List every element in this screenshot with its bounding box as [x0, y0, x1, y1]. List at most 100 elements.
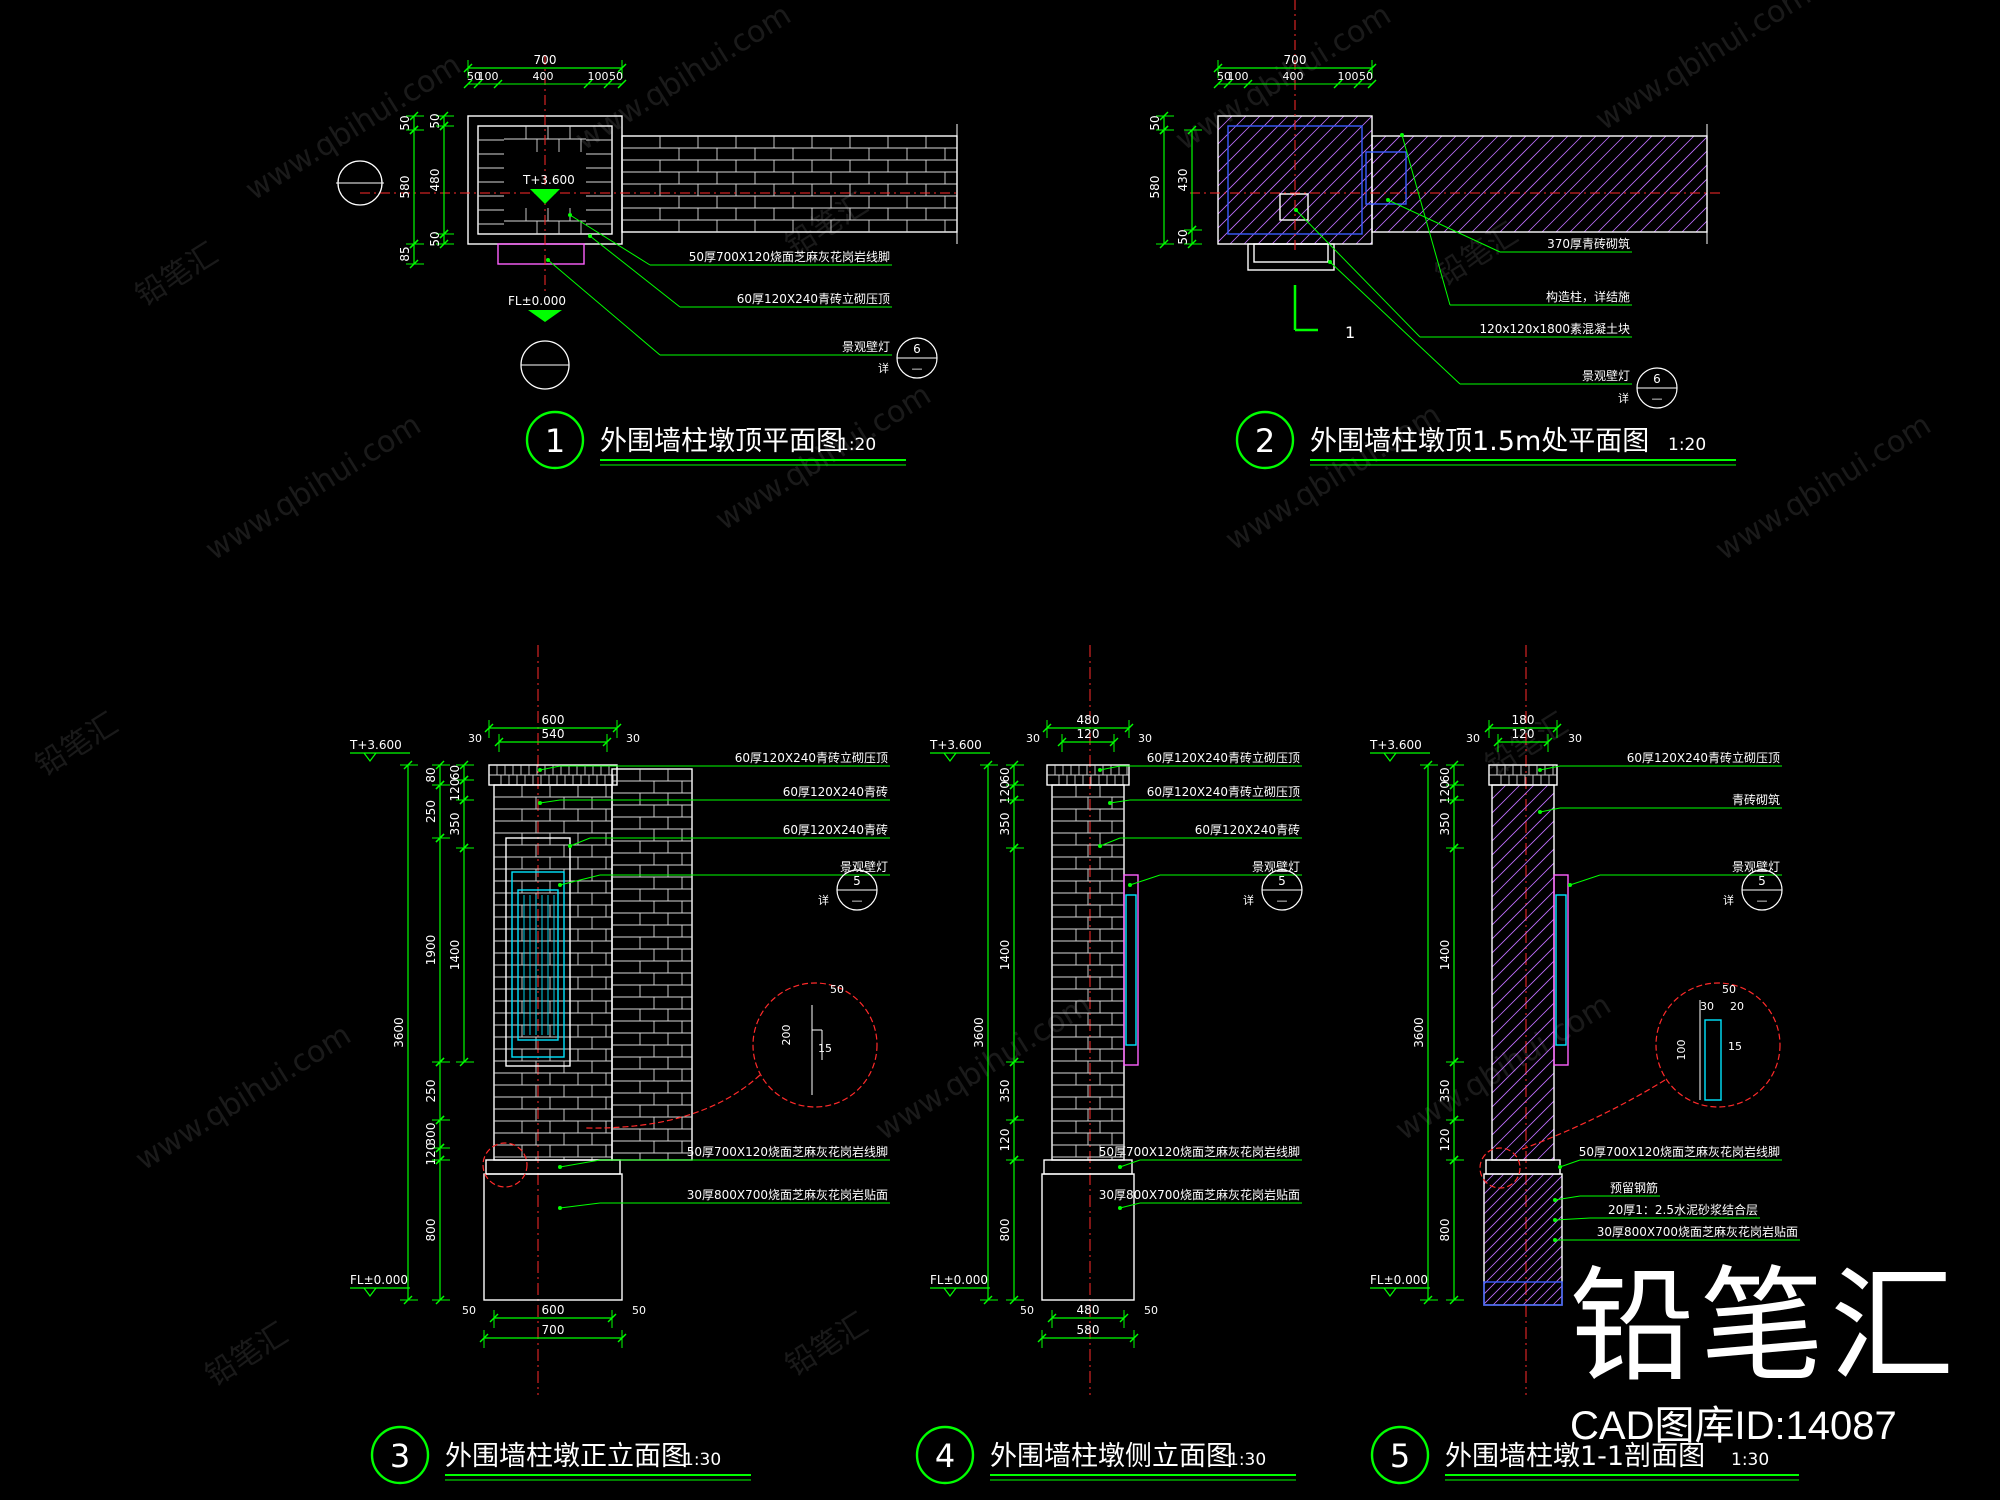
hatch-line: [1555, 136, 1653, 232]
leader-line: [1295, 209, 1421, 338]
note-text: 20厚1：2.5水泥砂浆结合层: [1608, 1202, 1758, 1217]
leader-line: [589, 235, 681, 308]
hatch-line: [1761, 785, 2000, 1160]
note-text: 景观壁灯: [1252, 859, 1300, 874]
reference-label: 详: [1243, 893, 1254, 907]
reference-number: 5: [1758, 874, 1766, 888]
hatch-line: [1621, 785, 1996, 1160]
hatch-line: [1484, 1174, 1545, 1235]
leader-line: [1119, 1202, 1141, 1209]
hatch-line: [1492, 806, 1554, 870]
hatch-line: [1887, 785, 2000, 1160]
hatch-line: [1719, 785, 2000, 1160]
note-text: 370厚青砖砌筑: [1547, 236, 1630, 251]
reference-label: 详: [818, 893, 829, 907]
hatch-line: [1766, 136, 1862, 232]
hatch-line: [1663, 785, 2000, 1160]
level-text: T+3.600: [929, 738, 982, 752]
label: 50: [1359, 70, 1373, 83]
dimension-text: 60: [998, 767, 1012, 782]
title-number-circle: [370, 1425, 430, 1485]
note-text: 60厚120X240青砖立砌压顶: [1627, 750, 1780, 765]
detail-dimension: 50: [1722, 983, 1736, 996]
hatch-line: [1775, 785, 2000, 1160]
detail-dimension: 100: [1675, 1040, 1688, 1061]
level-triangle: [528, 310, 562, 322]
hatch-line: [1649, 785, 2000, 1160]
detail-dimension: 15: [1728, 1040, 1742, 1053]
dimension-text: 800: [998, 1219, 1012, 1242]
label: 50: [1020, 1304, 1034, 1317]
label: 100: [1338, 70, 1359, 83]
label: 30: [626, 732, 640, 745]
label: 50: [1217, 70, 1231, 83]
leader-line: [1099, 765, 1121, 771]
reference-sheet: —: [1757, 894, 1768, 907]
hatch-line: [1299, 171, 1372, 244]
hatch-line: [1579, 785, 1954, 1160]
drawing-scale: 1:20: [1668, 435, 1706, 455]
label: 30: [1568, 732, 1582, 745]
title-number: 1: [545, 422, 565, 460]
level-triangle: [363, 752, 377, 762]
dimension-text: 1400: [1438, 940, 1452, 971]
detail-leader: [1519, 1079, 1666, 1151]
hatch-line: [1583, 136, 1681, 232]
note-text: 50厚700X120烧面芝麻灰花岗岩线脚: [1579, 1144, 1780, 1159]
note-text: 60厚120X240青砖立砌压顶: [1147, 784, 1300, 799]
hatch-line: [1653, 178, 1707, 232]
dimension-tick: [493, 79, 503, 89]
drawing-title: 外围墙柱墩正立面图: [445, 1441, 688, 1472]
hatch-line: [1733, 785, 2000, 1160]
dimension-text: 480: [1077, 1303, 1100, 1317]
hatch-line: [1492, 1002, 1554, 1066]
diagonal-hatch: [1492, 785, 2000, 1160]
leader-line: [539, 799, 561, 804]
level-triangle: [943, 1287, 957, 1297]
dimension-text: 1900: [424, 935, 438, 966]
hatch-line: [1415, 136, 1513, 232]
hatch-line: [1484, 1174, 1525, 1215]
leader-line: [1129, 874, 1161, 886]
note-text: 60厚120X240青砖: [1195, 822, 1300, 837]
hatch-line: [1499, 136, 1597, 232]
label: 30: [1026, 732, 1040, 745]
level-text: FL±0.000: [930, 1273, 988, 1287]
dimension-text: 580: [1077, 1323, 1100, 1337]
title-number-circle: [1370, 1425, 1430, 1485]
leader-line: [1329, 261, 1461, 385]
wall-lamp-side: [1553, 874, 1569, 1066]
granite-base: [1041, 1173, 1135, 1301]
hatch-line: [1780, 136, 1876, 232]
leader-line: [547, 259, 661, 356]
leader-line: [1559, 1159, 1581, 1168]
hatch-line: [1492, 1016, 1554, 1080]
hatch-line: [1803, 785, 2000, 1160]
reference-number: 5: [1278, 874, 1286, 888]
hatch-line: [1485, 136, 1583, 232]
dimension-text: 350: [448, 813, 462, 836]
title-number-circle: [525, 410, 585, 470]
diagonal-hatch: [1218, 116, 1372, 244]
diagonal-hatch: [1484, 1174, 1562, 1305]
note-text: 景观壁灯: [1732, 859, 1780, 874]
hatch-line: [1859, 785, 2000, 1160]
hatch-line: [1492, 785, 1493, 786]
leader-line: [1109, 799, 1131, 804]
hatch-line: [1492, 1072, 1554, 1136]
level-triangle: [530, 189, 560, 204]
note-text: 预留钢筋: [1610, 1180, 1658, 1195]
label: 50: [1144, 1304, 1158, 1317]
note-text: 60厚120X240青砖立砌压顶: [1147, 750, 1300, 765]
hatch-line: [1502, 1245, 1562, 1305]
level-text: FL±0.000: [350, 1273, 408, 1287]
hatch-line: [1492, 918, 1554, 982]
detail-dimension: 50: [830, 983, 844, 996]
wall-lamp-plan: [497, 243, 585, 265]
hatch-line: [1341, 213, 1372, 244]
hatch-line: [1429, 136, 1527, 232]
drawing-title: 外围墙柱墩顶平面图: [600, 426, 843, 457]
hatch-line: [1513, 136, 1611, 232]
hatch-line: [1541, 136, 1639, 232]
